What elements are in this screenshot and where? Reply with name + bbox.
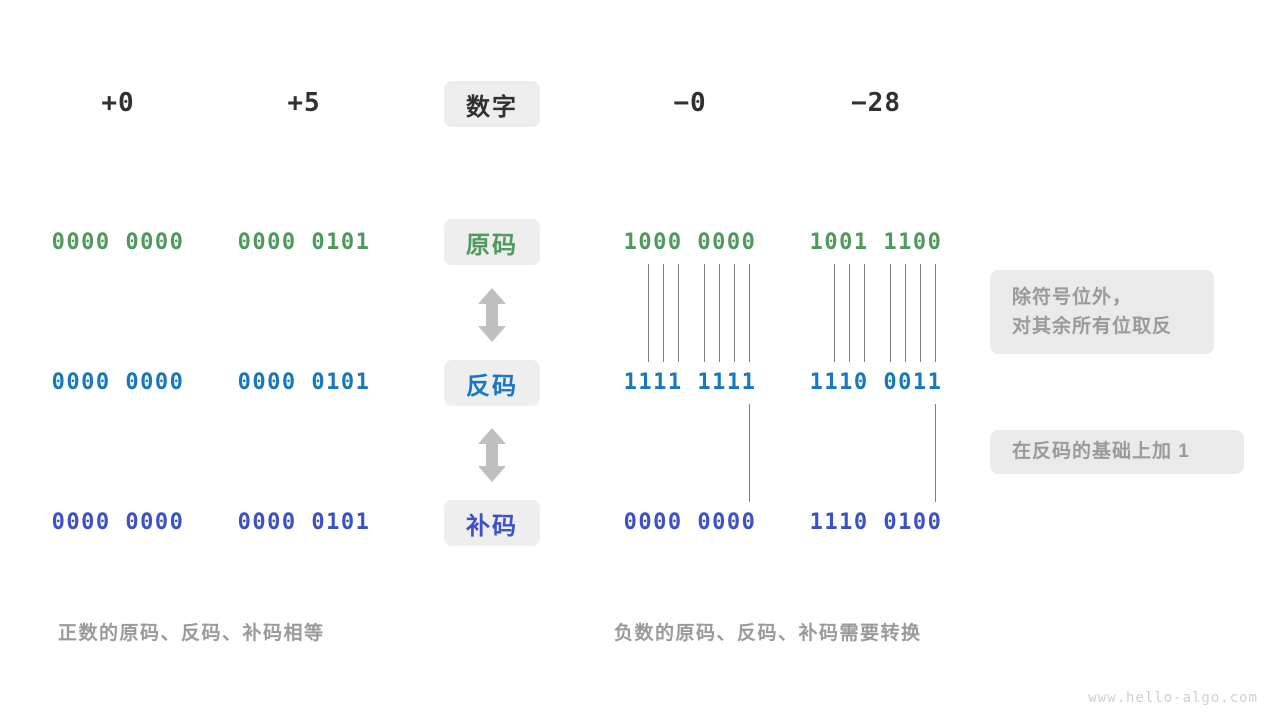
twos-complement-plus-five: 0000 0101: [237, 510, 371, 535]
note-invert-line-1: 除符号位外，: [1012, 286, 1133, 308]
header-value-plus-zero: +0: [101, 88, 135, 118]
double-arrow-icon-invert: [474, 287, 510, 343]
connector-group-invert-minus-twenty-eight: [834, 264, 944, 362]
note-add-one-line-1: 在反码的基础上加 1: [1012, 441, 1190, 463]
twos-complement-minus-twenty-eight: 1110 0100: [809, 510, 943, 535]
header-value-minus-zero: −0: [673, 88, 707, 118]
note-invert-line-2: 对其余所有位取反: [1012, 316, 1173, 337]
sign-magnitude-minus-zero: 1000 0000: [623, 230, 757, 255]
ones-complement-minus-twenty-eight: 1110 0011: [809, 370, 943, 395]
sign-magnitude-plus-five: 0000 0101: [237, 230, 371, 255]
ones-complement-plus-zero: 0000 0000: [51, 370, 185, 395]
header-value-plus-five: +5: [287, 88, 321, 118]
ones-complement-minus-zero: 1111 1111: [623, 370, 757, 395]
badge-number: 数字: [444, 81, 540, 127]
ones-complement-plus-five: 0000 0101: [237, 370, 371, 395]
connector-group-invert-minus-zero: [648, 264, 758, 362]
badge-twos-complement: 补码: [444, 500, 540, 546]
sign-magnitude-plus-zero: 0000 0000: [51, 230, 185, 255]
header-value-minus-twenty-eight: −28: [851, 88, 901, 118]
badge-sign-magnitude: 原码: [444, 219, 540, 265]
twos-complement-plus-zero: 0000 0000: [51, 510, 185, 535]
sign-magnitude-minus-twenty-eight: 1001 1100: [809, 230, 943, 255]
connector-group-increment-minus-zero: [749, 404, 751, 502]
double-arrow-icon-increment: [474, 427, 510, 483]
note-add-one-to-ones-complement: 在反码的基础上加 1: [990, 430, 1244, 474]
twos-complement-minus-zero: 0000 0000: [623, 510, 757, 535]
caption-negative-numbers: 负数的原码、反码、补码需要转换: [614, 623, 922, 644]
connector-group-increment-minus-twenty-eight: [935, 404, 937, 502]
note-invert-all-but-sign-bit: 除符号位外， 对其余所有位取反: [990, 270, 1214, 354]
watermark: www.hello-algo.com: [1088, 690, 1258, 706]
badge-ones-complement: 反码: [444, 360, 540, 406]
caption-positive-numbers: 正数的原码、反码、补码相等: [58, 623, 325, 644]
